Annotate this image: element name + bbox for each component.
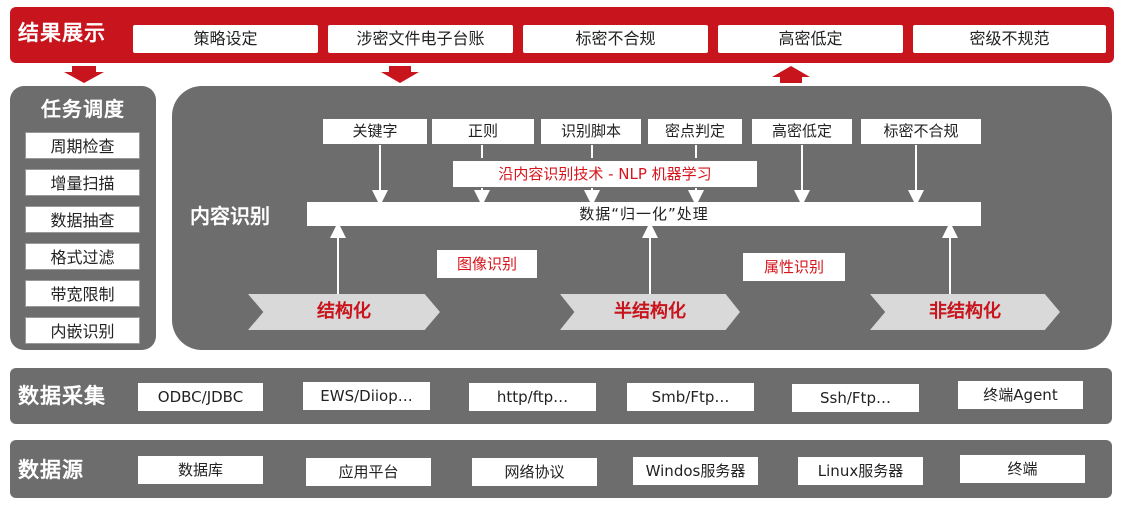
task-item-bandwidth: 带宽限制 [25,280,140,307]
keyword-box-mark-noncompliant: 标密不合规 [861,119,981,144]
result-item-mark-noncompliant: 标密不合规 [523,25,708,53]
source-title: 数据源 [18,458,84,482]
collect-item-http: http/ftp… [469,383,596,411]
nlp-bar: 沿内容识别技术 - NLP 机器学习 [453,161,757,187]
source-item-windows-server: Windos服务器 [633,457,758,485]
collect-item-ssh: Ssh/Ftp… [792,384,919,412]
down-arrow-icon [64,66,104,83]
keyword-box-regex: 正则 [432,119,534,144]
attribute-recognition-label: 属性识别 [743,253,845,281]
result-item-ledger: 涉密文件电子台账 [328,25,513,53]
source-item-terminal: 终端 [960,455,1085,483]
collect-item-smb: Smb/Ftp… [627,383,754,411]
source-item-database: 数据库 [138,456,263,484]
task-title: 任务调度 [41,97,125,121]
source-item-network: 网络协议 [472,458,597,486]
task-item-incremental: 增量扫描 [25,169,140,196]
keyword-box-high-low: 高密低定 [752,119,852,144]
result-item-level-irregular: 密级不规范 [913,25,1106,53]
result-item-strategy: 策略设定 [133,25,318,53]
task-item-sampling: 数据抽查 [25,206,140,233]
task-item-format-filter: 格式过滤 [25,243,140,270]
collect-title: 数据采集 [18,384,106,408]
collect-item-agent: 终端Agent [958,381,1083,409]
down-arrow-icon [381,66,419,83]
result-item-high-low: 高密低定 [718,25,903,53]
source-item-app-platform: 应用平台 [306,458,431,486]
collect-item-odbc: ODBC/JDBC [138,383,263,411]
content-title: 内容识别 [190,204,270,228]
unstructured-chevron: 非结构化 [870,294,1060,330]
source-item-linux-server: Linux服务器 [798,457,923,485]
collect-item-ews: EWS/Diiop… [303,382,430,410]
task-item-periodic: 周期检查 [25,132,140,159]
result-title: 结果展示 [18,21,106,45]
keyword-box-script: 识别脚本 [541,119,641,144]
task-item-embedded: 内嵌识别 [25,317,140,344]
keyword-box-secret-point: 密点判定 [648,119,742,144]
up-arrow-icon [772,66,810,83]
structured-chevron: 结构化 [248,294,440,330]
keyword-box-keyword: 关键字 [323,119,427,144]
semi-structured-chevron: 半结构化 [560,294,740,330]
image-recognition-label: 图像识别 [437,250,537,278]
